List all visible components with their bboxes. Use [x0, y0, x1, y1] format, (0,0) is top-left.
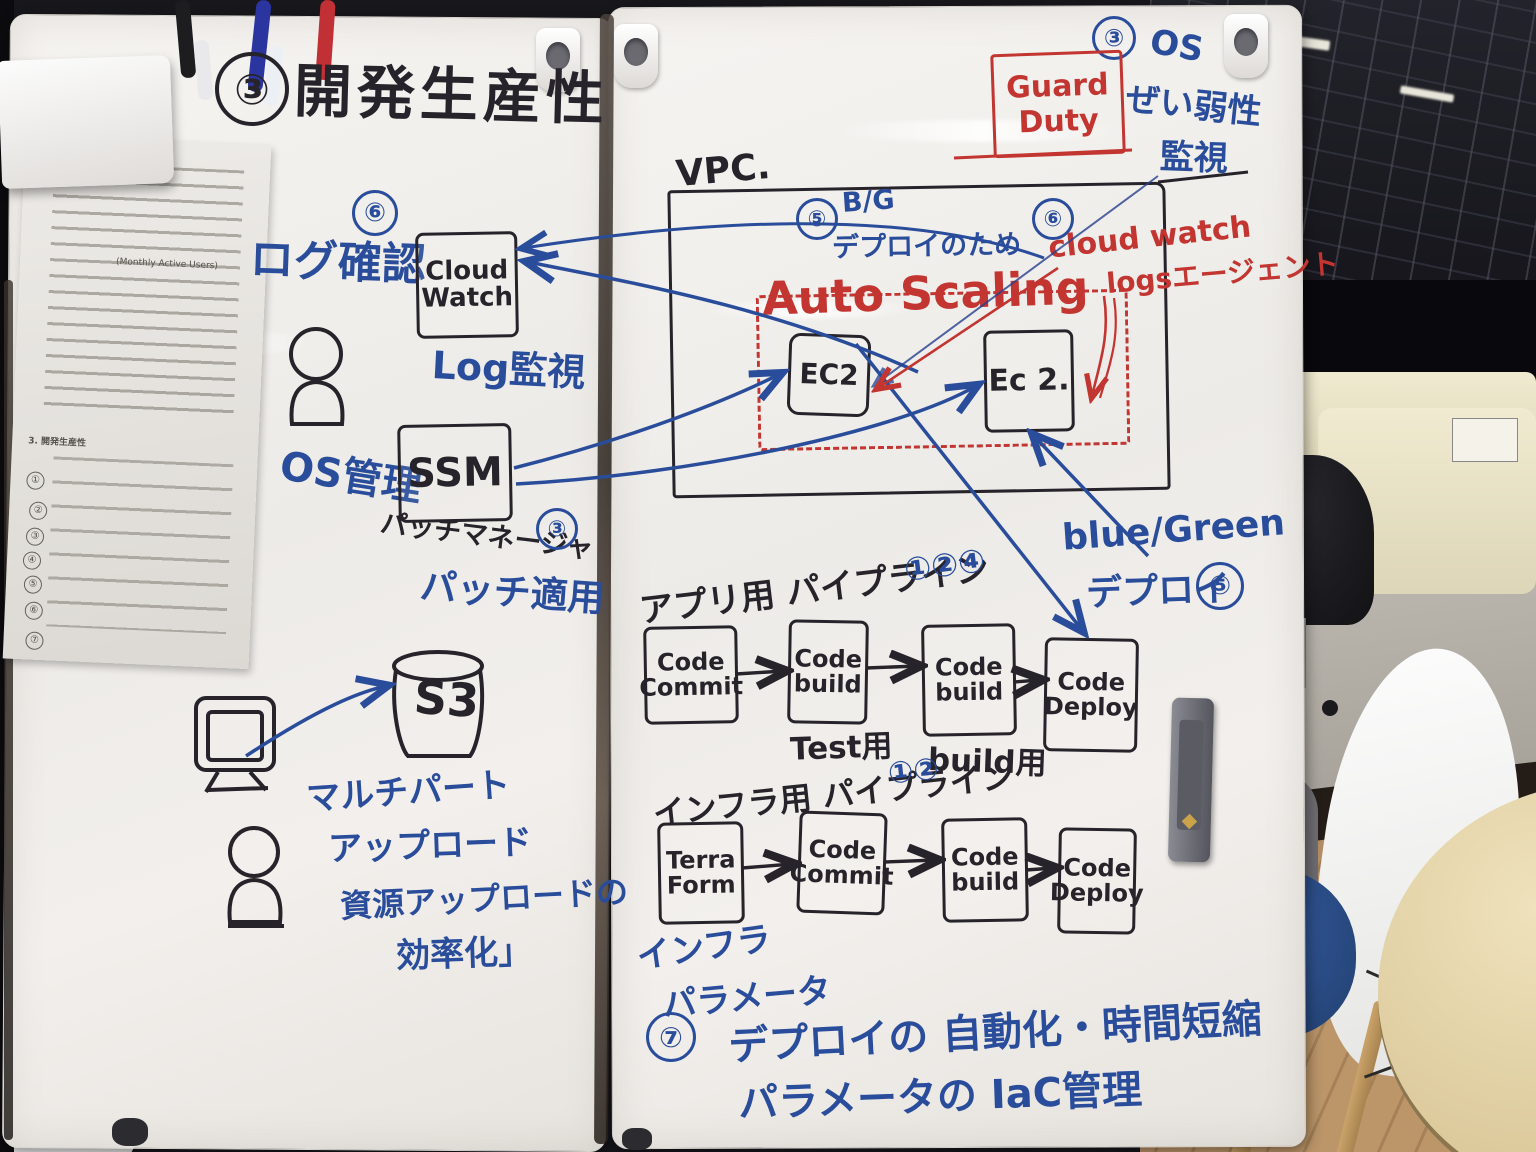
- codedeploy-box-infra: Code Deploy: [1050, 827, 1144, 935]
- computer-icon: [194, 696, 276, 794]
- infra-pipeline-badges: ①②: [886, 751, 941, 792]
- cloudwatch-line1: Cloud: [424, 254, 509, 287]
- guardduty-line2: Duty: [1017, 102, 1100, 141]
- person-icon: [289, 327, 345, 426]
- vpc-label: VPC.: [674, 145, 772, 196]
- ssm-badge: ③: [536, 508, 578, 550]
- board-clip: [614, 24, 658, 88]
- box-line: Commit: [789, 859, 894, 891]
- codebuild-build-box: Code build: [921, 623, 1017, 737]
- paper-badge: ⑤: [23, 575, 43, 595]
- log-label: ログ確認: [249, 233, 427, 292]
- marker-tray: [0, 55, 175, 189]
- board-clip: [1224, 14, 1268, 78]
- guardduty-note-3: 監視: [1159, 136, 1229, 180]
- ec2-left-label: EC2: [798, 357, 860, 393]
- s3-note-4: 効率化」: [395, 931, 533, 977]
- log-badge: ⑥: [352, 190, 398, 236]
- ec2-right-label: Ec 2.: [988, 362, 1070, 399]
- ceiling-light: [1399, 85, 1455, 103]
- glare: [830, 120, 1130, 142]
- codecommit-box-app: Code Commit: [639, 625, 743, 725]
- paper-heading: 3. 開発生産性: [27, 436, 87, 449]
- codebuild-box-infra: Code build: [941, 817, 1029, 923]
- chair-caster: [1322, 700, 1338, 716]
- codebuild-test-caption: Test用: [789, 728, 894, 768]
- whiteboard-eraser: [1167, 697, 1215, 863]
- board-title: 開発生産性: [293, 56, 610, 134]
- title-number-badge: ③: [215, 52, 289, 126]
- ec2-box-left: EC2: [786, 332, 872, 418]
- box-line: Deploy: [1043, 692, 1138, 722]
- box-line: build: [951, 867, 1020, 897]
- paper-badge: ①: [26, 471, 45, 491]
- s3-note-2: アップロード: [327, 822, 533, 870]
- auto-scaling-label: Auto Scaling: [761, 260, 1090, 326]
- box-line: Commit: [639, 672, 744, 702]
- box-line: Form: [666, 870, 736, 900]
- paper-text-lines: [43, 162, 245, 421]
- terraform-box: Terra Form: [657, 821, 745, 925]
- paper-badge: ②: [28, 501, 48, 521]
- guardduty-box: Guard Duty: [990, 49, 1126, 159]
- sofa-sign: [1452, 418, 1518, 462]
- log-caption: Log監視: [430, 343, 587, 395]
- board-clip: [536, 28, 580, 92]
- board-caster: [112, 1118, 148, 1146]
- box-line: Deploy: [1049, 878, 1144, 908]
- cloudwatch-box: Cloud Watch: [415, 231, 519, 339]
- ec2-box-right: Ec 2.: [983, 329, 1075, 433]
- codecommit-box-infra: Code Commit: [789, 810, 894, 916]
- person-icon: [227, 826, 284, 928]
- box-line: build: [793, 669, 862, 699]
- bg-deploy-line2: デプロイのため: [831, 229, 1022, 264]
- codebuild-test-box: Code build: [787, 619, 869, 725]
- cloudwatch-line2: Watch: [421, 282, 514, 314]
- bg-deploy-line1: B/G: [840, 184, 896, 219]
- ssm-box-label: SSM: [406, 449, 504, 497]
- guardduty-line1: Guard: [1005, 67, 1110, 106]
- board-caster: [622, 1128, 652, 1150]
- s3-label: S3: [412, 669, 481, 729]
- infra-param-badge: ⑦: [646, 1012, 696, 1062]
- box-line: build: [935, 677, 1004, 707]
- guardduty-badge: ③: [1092, 16, 1136, 60]
- codedeploy-box-app: Code Deploy: [1043, 637, 1139, 753]
- board-edge-grime: [4, 280, 13, 1140]
- paper-badge: ⑦: [25, 631, 44, 651]
- paper-badge: ③: [25, 527, 45, 547]
- bluegreen-badge: ⑤: [1196, 562, 1244, 610]
- printed-note-paper: 3. 開発生産性 (Monthly Active Users) ① ② ③ ④ …: [2, 134, 272, 670]
- paper-badge: ④: [22, 551, 42, 570]
- paper-text-lines: [46, 456, 234, 635]
- paper-badge: ⑥: [24, 601, 44, 621]
